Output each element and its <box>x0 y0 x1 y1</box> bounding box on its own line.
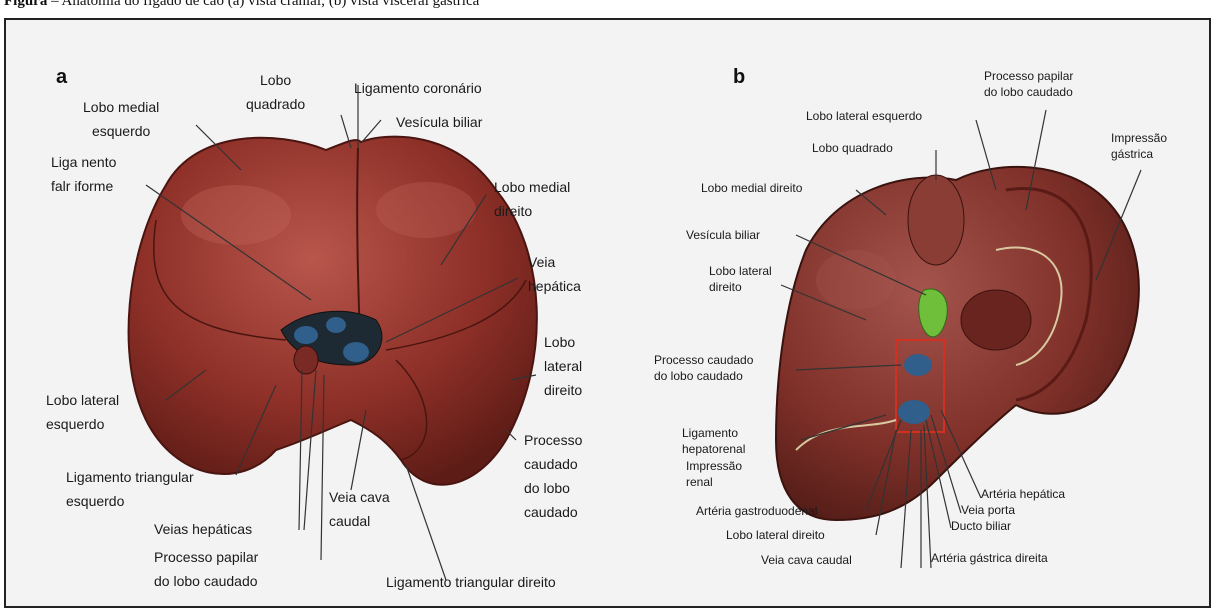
liver-a-highlight-left <box>181 185 291 245</box>
label-a-ligamento-triangular-direito: Ligamento triangular direito <box>386 570 556 594</box>
liver-a-body <box>129 137 537 485</box>
liver-b-vessel-2 <box>898 400 930 424</box>
figure-caption: Figura – Anatomia do fígado de cão (a) v… <box>4 0 479 10</box>
liver-a-vessel-3 <box>343 342 369 362</box>
label-b-processo-caudado: Processo caudado do lobo caudado <box>654 352 753 384</box>
label-b-lobo-quadrado: Lobo quadrado <box>812 140 893 156</box>
label-b-arteria-hepatica: Artéria hepática <box>981 486 1065 502</box>
label-a-ligamento-falciforme: Liga nento falr iforme <box>51 150 116 198</box>
liver-a-papillary <box>294 346 318 374</box>
caption-text: – Anatomia do fígado de cão (a) vista cr… <box>47 0 479 9</box>
label-b-ducto-biliar: Ducto biliar <box>951 518 1011 534</box>
liver-a-vessel-1 <box>294 326 318 344</box>
label-a-processo-caudado: Processo caudado do lobo caudado <box>524 428 582 524</box>
label-b-lobo-lateral-direito-2: Lobo lateral direito <box>726 527 825 543</box>
label-a-lobo-lateral-esquerdo: Lobo lateral esquerdo <box>46 388 119 436</box>
label-a-processo-papilar: Processo papilar do lobo caudado <box>154 545 258 593</box>
liver-a-vessel-2 <box>326 317 346 333</box>
label-a-veias-hepaticas: Veias hepáticas <box>154 517 252 541</box>
liver-b-caudate <box>961 290 1031 350</box>
label-b-vesicula-biliar: Vesícula biliar <box>686 227 760 243</box>
label-a-veia-hepatica: Veia hepática <box>528 250 581 298</box>
label-b-lobo-medial-direito: Lobo medial direito <box>701 180 802 196</box>
liver-b-highlight <box>816 250 896 310</box>
label-b-veia-porta: Veia porta <box>961 502 1015 518</box>
label-b-ligamento-hepatorenal: Ligamento hepatorenal <box>682 425 745 457</box>
caption-prefix: Figura <box>4 0 47 9</box>
label-b-arteria-gastrica-direita: Artéria gástrica direita <box>931 550 1048 566</box>
label-a-veia-cava-caudal: Veia cava caudal <box>329 485 390 533</box>
label-b-veia-cava-caudal: Veia cava caudal <box>761 552 852 568</box>
label-b-lobo-lateral-direito: Lobo lateral direito <box>709 263 772 295</box>
label-a-lobo-medial-esquerdo: Lobo medial esquerdo <box>83 95 159 143</box>
label-b-impressao-gastrica: Impressão gástrica <box>1111 130 1167 162</box>
figure-frame: a Lobo medial esquerdo Lobo quadrado Lig… <box>4 18 1211 608</box>
panel-b-letter: b <box>733 66 745 89</box>
label-b-processo-papilar: Processo papilar do lobo caudado <box>984 68 1073 100</box>
liver-visceral-view <box>776 167 1139 520</box>
label-a-lobo-lateral-direito: Lobo lateral direito <box>544 330 582 402</box>
liver-b-vessel-1 <box>904 354 932 376</box>
liver-b-quadrate-lobe <box>908 175 964 265</box>
liver-cranial-view <box>129 137 537 485</box>
label-b-arteria-gastroduodenal: Artéria gastroduodenal <box>696 503 817 519</box>
label-b-lobo-lateral-esquerdo: Lobo lateral esquerdo <box>806 108 922 124</box>
label-a-lobo-quadrado: Lobo quadrado <box>246 68 305 116</box>
label-a-vesicula-biliar: Vesícula biliar <box>396 110 482 134</box>
label-a-ligamento-coronario: Ligamento coronário <box>354 76 482 100</box>
label-b-impressao-renal: Impressão renal <box>686 458 742 490</box>
panel-a-letter: a <box>56 66 67 89</box>
liver-a-highlight-right <box>376 182 476 238</box>
label-a-lobo-medial-direito: Lobo medial direito <box>494 175 570 223</box>
label-a-ligamento-triangular-esquerdo: Ligamento triangular esquerdo <box>66 465 194 513</box>
